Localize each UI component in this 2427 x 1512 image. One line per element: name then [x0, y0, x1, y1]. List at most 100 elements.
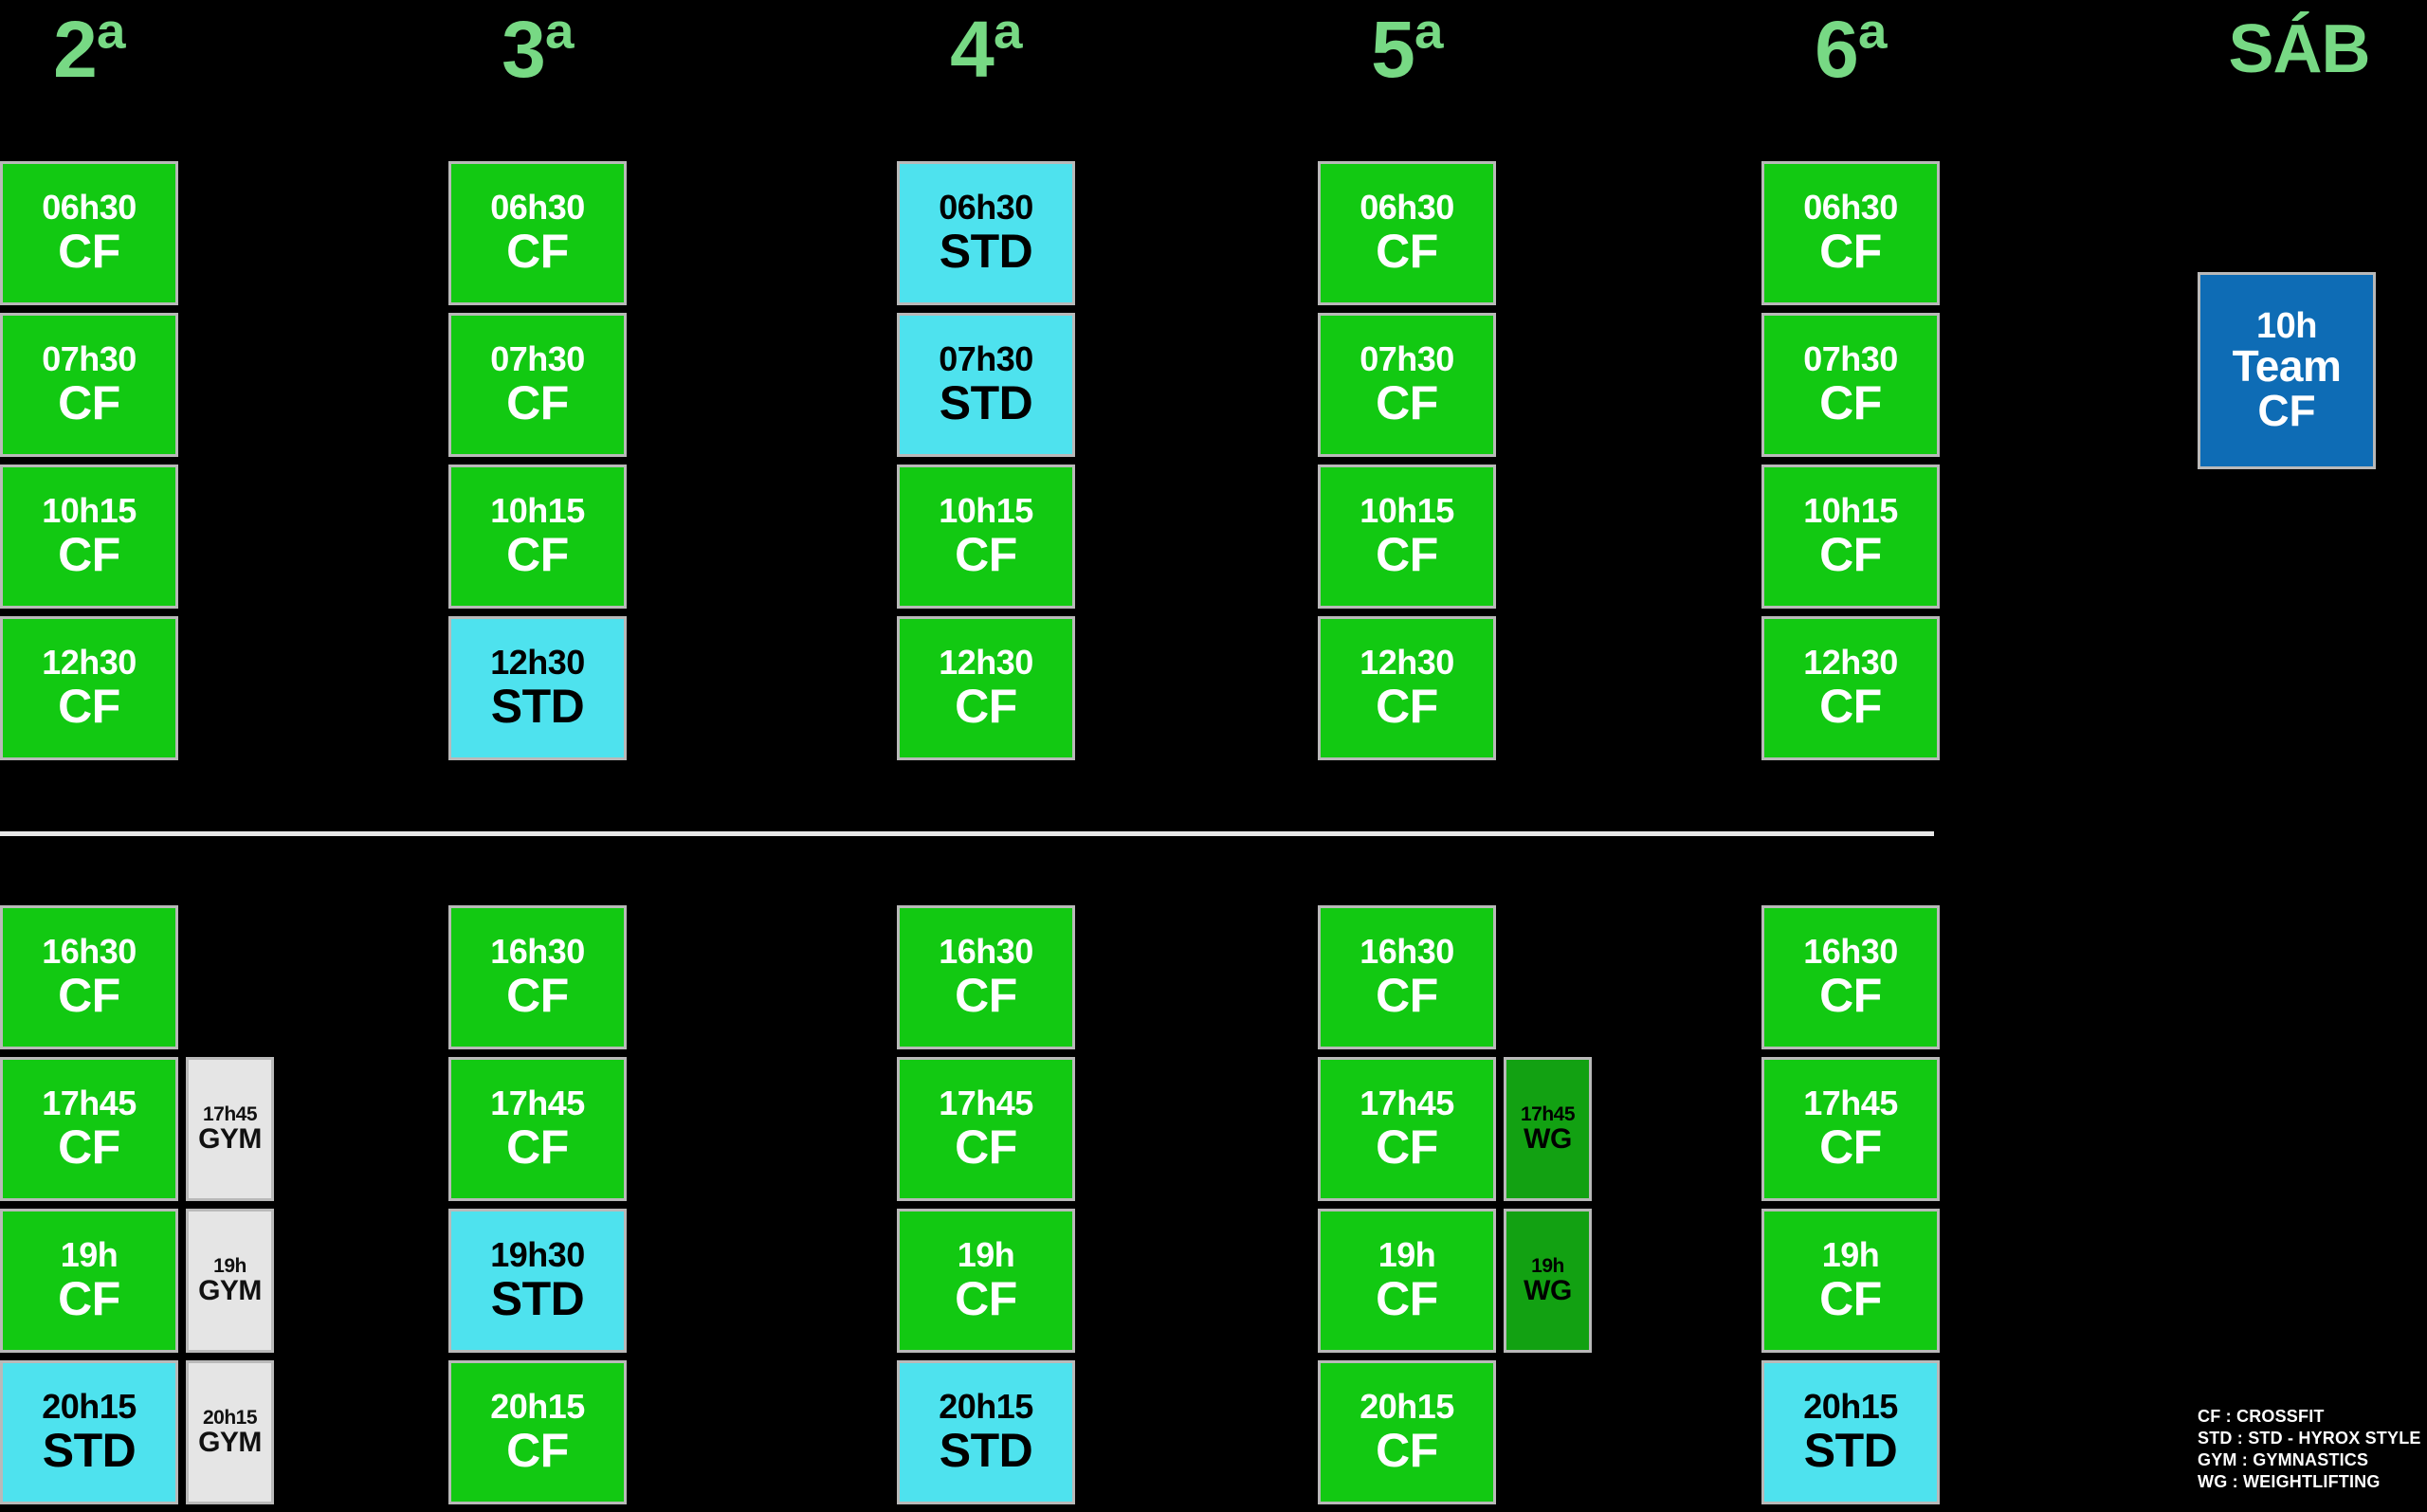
legend-line-2: STD : STD - HYROX STYLE [2198, 1429, 2421, 1448]
class-time: 07h30 [1359, 339, 1454, 379]
class-type: CF [1819, 527, 1882, 581]
day-header-sabado: SÁB [2228, 11, 2370, 87]
class-time: 17h45 [1359, 1084, 1454, 1123]
class-time: 12h30 [42, 643, 137, 683]
class-type: CF [506, 968, 569, 1022]
class-type: CF [1819, 1120, 1882, 1174]
class-type: STD [939, 1423, 1033, 1477]
class-time: 19h [1378, 1235, 1436, 1275]
class-type: CF [506, 224, 569, 278]
class-time: 12h30 [939, 643, 1033, 683]
day-header-segunda: 2ª [53, 5, 126, 94]
section-divider [0, 831, 1934, 836]
class-type: CF [1376, 968, 1438, 1022]
class-time: 17h45 [1803, 1084, 1898, 1123]
class-time: 20h15 [202, 1406, 258, 1429]
class-time: 20h15 [42, 1387, 137, 1427]
class-type: CF [1376, 1271, 1438, 1325]
class-type: CF [1819, 1271, 1882, 1325]
class-type: CF [506, 1423, 569, 1477]
day-header-quinta: 5ª [1371, 5, 1444, 94]
class-type: STD [939, 375, 1033, 429]
class-time: 07h30 [42, 339, 137, 379]
class-time: 19h [213, 1254, 246, 1277]
class-time: 19h [957, 1235, 1015, 1275]
class-time: 17h45 [1520, 1102, 1576, 1125]
class-type: STD [42, 1423, 137, 1477]
class-time: 12h30 [1803, 643, 1898, 683]
class-time: 10h [2256, 305, 2317, 346]
